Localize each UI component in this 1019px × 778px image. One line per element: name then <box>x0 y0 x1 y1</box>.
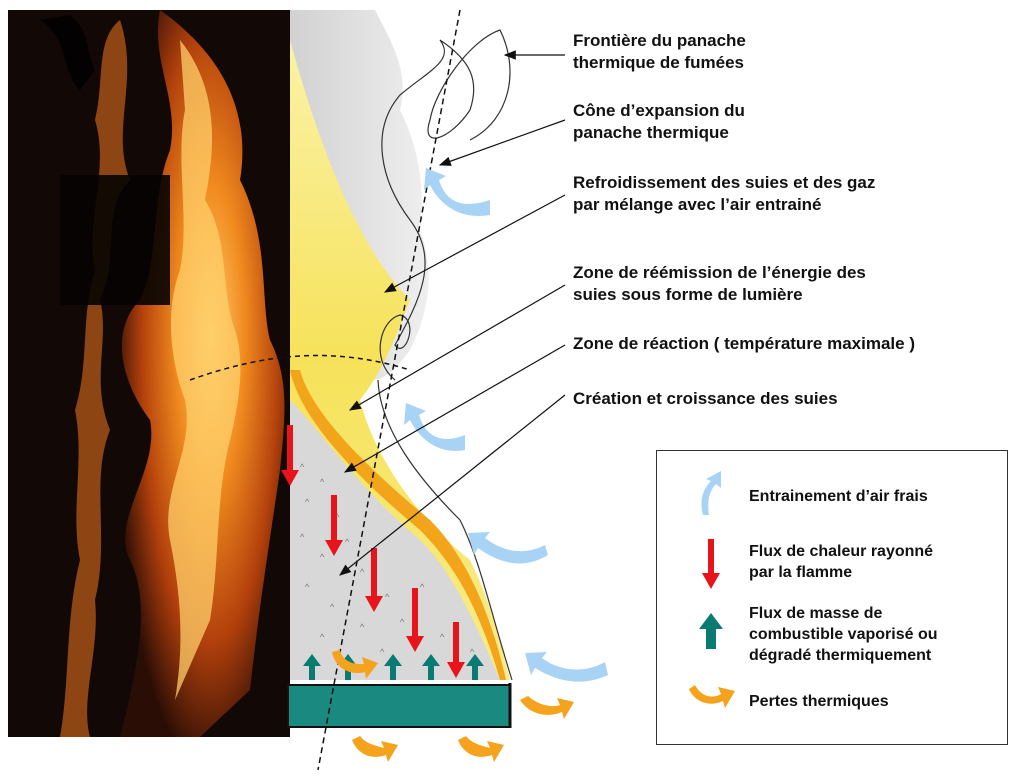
label-reaction-zone: Zone de réaction ( température maximale … <box>573 333 915 355</box>
fire-photo <box>8 10 290 737</box>
legend-thermal-losses: Pertes thermiques <box>749 691 889 712</box>
fresh-air-arrow-icon <box>695 471 725 517</box>
label-reemission: Zone de réémission de l’énergie des suie… <box>573 262 866 306</box>
fuel-slab <box>288 685 510 727</box>
mass-flux-arrow-icon <box>699 613 723 649</box>
label-expansion-cone: Cône d’expansion du panache thermique <box>573 100 745 144</box>
label-plume-boundary: Frontière du panache thermique de fumées <box>573 30 746 74</box>
thermal-loss-arrow-icon <box>687 683 735 711</box>
legend-mass-flux: Flux de masse de combustible vaporisé ou… <box>749 603 937 666</box>
legend-radiated-heat: Flux de chaleur rayonné par la flamme <box>749 541 933 583</box>
heat-flux-arrow-icon <box>701 539 721 589</box>
label-cooling: Refroidissement des suies et des gaz par… <box>573 172 875 216</box>
label-soot-creation: Création et croissance des suies <box>573 388 838 410</box>
legend-fresh-air: Entrainement d’air frais <box>749 486 928 507</box>
legend: Entrainement d’air frais Flux de chaleur… <box>656 450 1008 745</box>
